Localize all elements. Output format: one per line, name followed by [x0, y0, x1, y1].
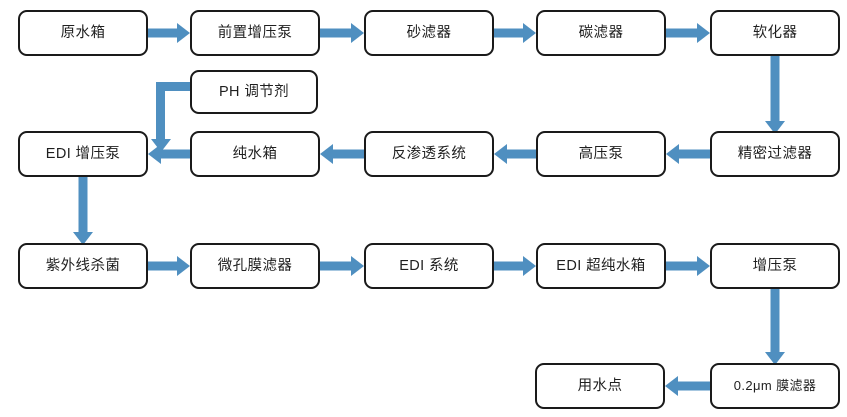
elbow-vertical-segment [156, 82, 165, 140]
node-sand-filter[interactable]: 砂滤器 [364, 10, 494, 56]
node-edi-system[interactable]: EDI 系统 [364, 243, 494, 289]
node-label: 用水点 [577, 377, 623, 394]
arrow-sand-filter-to-carbon-filter [494, 23, 536, 43]
node-micropore-filter[interactable]: 微孔膜滤器 [190, 243, 320, 289]
arrow-pure-water-tank-to-edi-booster-pump [148, 144, 190, 164]
node-softener[interactable]: 软化器 [710, 10, 840, 56]
node-label: EDI 系统 [399, 257, 459, 274]
arrowhead-right [177, 23, 190, 43]
arrowhead-right [697, 23, 710, 43]
node-pre-booster-pump[interactable]: 前置增压泵 [190, 10, 320, 56]
node-ro-system[interactable]: 反渗透系统 [364, 131, 494, 177]
arrow-softener-to-precision-filter [765, 56, 785, 134]
arrowhead-right [351, 256, 364, 276]
arrowhead-down [765, 121, 785, 134]
node-label: 反渗透系统 [391, 145, 467, 162]
node-label: 纯水箱 [232, 145, 278, 162]
node-membrane-filter-02um[interactable]: 0.2μm 膜滤器 [710, 363, 840, 409]
arrowhead-right [523, 23, 536, 43]
node-label: 前置增压泵 [217, 24, 293, 41]
arrowhead-down [73, 232, 93, 245]
node-label: 碳滤器 [578, 24, 624, 41]
elbow-horizontal-segment [156, 82, 194, 91]
arrow-carbon-filter-to-softener [666, 23, 710, 43]
arrowhead-right [697, 256, 710, 276]
arrow-uv-sterilizer-to-micropore-filter [148, 256, 190, 276]
node-carbon-filter[interactable]: 碳滤器 [536, 10, 666, 56]
arrowhead-left [148, 144, 161, 164]
arrow-pre-booster-pump-to-sand-filter [320, 23, 364, 43]
node-edi-ultrapure-tank[interactable]: EDI 超纯水箱 [536, 243, 666, 289]
node-label: PH 调节剂 [218, 83, 290, 100]
node-point-of-use[interactable]: 用水点 [535, 363, 665, 409]
arrowhead-right [351, 23, 364, 43]
arrow-membrane-filter-to-point-of-use [665, 376, 710, 396]
node-high-pressure-pump[interactable]: 高压泵 [536, 131, 666, 177]
arrow-ro-system-to-pure-water-tank [320, 144, 364, 164]
arrow-edi-system-to-edi-ultrapure-tank [494, 256, 536, 276]
arrowhead-left [665, 376, 678, 396]
node-pure-water-tank[interactable]: 纯水箱 [190, 131, 320, 177]
arrowhead-right [523, 256, 536, 276]
node-booster-pump[interactable]: 增压泵 [710, 243, 840, 289]
arrow-edi-booster-pump-to-uv-sterilizer [73, 177, 93, 245]
node-edi-booster-pump[interactable]: EDI 增压泵 [18, 131, 148, 177]
node-label: 精密过滤器 [737, 145, 813, 162]
node-label: 高压泵 [578, 145, 624, 162]
node-precision-filter[interactable]: 精密过滤器 [710, 131, 840, 177]
node-label: 软化器 [752, 24, 798, 41]
node-label: 增压泵 [752, 257, 798, 274]
arrow-high-pressure-pump-to-ro-system [494, 144, 536, 164]
arrow-raw-water-tank-to-pre-booster-pump [148, 23, 190, 43]
arrow-edi-ultrapure-tank-to-booster-pump [666, 256, 710, 276]
node-label: 紫外线杀菌 [45, 257, 121, 274]
arrow-micropore-filter-to-edi-system [320, 256, 364, 276]
node-raw-water-tank[interactable]: 原水箱 [18, 10, 148, 56]
node-label: 砂滤器 [406, 24, 452, 41]
node-label: 原水箱 [60, 24, 106, 41]
node-uv-sterilizer[interactable]: 紫外线杀菌 [18, 243, 148, 289]
node-label: EDI 增压泵 [45, 145, 121, 162]
arrow-precision-filter-to-high-pressure-pump [666, 144, 710, 164]
arrowhead-right [177, 256, 190, 276]
node-label: 微孔膜滤器 [217, 257, 293, 274]
node-ph-adjuster[interactable]: PH 调节剂 [190, 70, 318, 114]
arrow-booster-pump-to-membrane-filter [765, 289, 785, 365]
node-label: 0.2μm 膜滤器 [733, 377, 817, 393]
node-label: EDI 超纯水箱 [556, 257, 646, 274]
arrowhead-left [666, 144, 679, 164]
arrowhead-down [765, 352, 785, 365]
arrowhead-left [494, 144, 507, 164]
arrowhead-left [320, 144, 333, 164]
